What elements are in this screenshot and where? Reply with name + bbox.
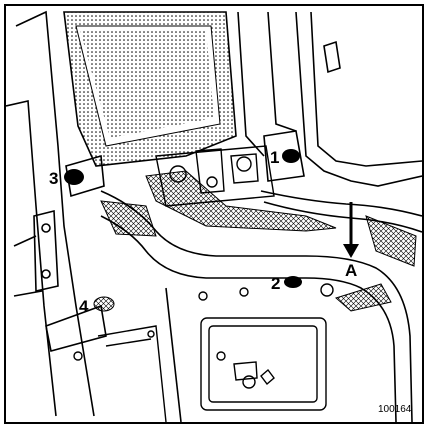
- left-body-panel: [6, 10, 107, 417]
- callout-markers: [64, 149, 302, 312]
- callout-1: 1: [270, 148, 279, 167]
- callout-4: 4: [79, 297, 89, 316]
- marker-2: [284, 276, 302, 288]
- marker-3: [64, 169, 84, 185]
- callout-2: 2: [271, 274, 280, 293]
- arrow-a: [343, 202, 359, 258]
- vehicle-underbody-diagram: 1 2 3 4 A 100164: [6, 10, 422, 422]
- marker-1: [282, 149, 300, 163]
- arrow-label-a: A: [345, 261, 357, 280]
- right-body-panel: [237, 11, 422, 187]
- reference-code: 100164: [378, 404, 412, 415]
- heat-shield: [63, 11, 237, 167]
- callout-3: 3: [49, 169, 58, 188]
- floor-mesh: [100, 170, 417, 312]
- diagram-frame: 1 2 3 4 A 100164: [4, 4, 424, 424]
- lower-panel: [73, 283, 334, 422]
- marker-4: [93, 296, 115, 312]
